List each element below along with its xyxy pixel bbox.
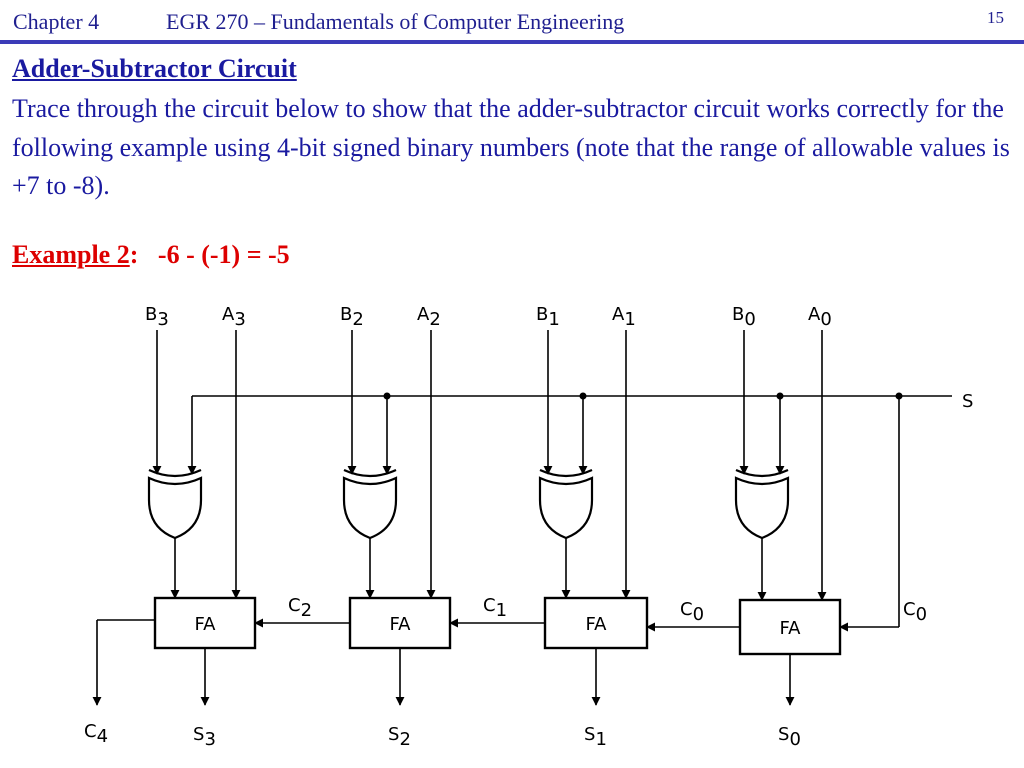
page-number: 15 xyxy=(987,8,1004,27)
junction-dot-2 xyxy=(383,392,391,400)
xor-gate-3 xyxy=(147,476,203,540)
input-label-b3: B3 xyxy=(145,304,169,330)
slide-header: Chapter 4 EGR 270 – Fundamentals of Comp… xyxy=(0,0,1024,46)
slide-title: Adder-Subtractor Circuit xyxy=(12,54,297,83)
output-label-c4: C4 xyxy=(84,721,108,747)
xor-gate-2 xyxy=(342,476,398,540)
slide-body-text: Trace through the circuit below to show … xyxy=(12,94,1010,200)
example-separator: : xyxy=(129,240,139,269)
full-adder-label-0: FA xyxy=(779,618,801,639)
full-adder-2 xyxy=(348,596,452,650)
example-equation: -6 - (-1) = -5 xyxy=(157,240,290,269)
xor-gate-input-arc-3 xyxy=(148,469,202,478)
xor-gate-1 xyxy=(538,476,594,540)
output-label-s1: S1 xyxy=(584,724,607,750)
full-adder-0 xyxy=(738,598,842,656)
input-label-b2: B2 xyxy=(340,304,364,330)
example-label: Example 2 xyxy=(12,240,130,269)
carry-label-c0: C0 xyxy=(680,599,704,625)
header-divider xyxy=(0,40,1024,44)
chapter-label: Chapter 4 xyxy=(13,9,100,34)
input-label-a3: A3 xyxy=(222,304,246,330)
junction-dot-0 xyxy=(776,392,784,400)
carry-label-c2: C2 xyxy=(288,595,312,621)
full-adder-label-1: FA xyxy=(585,614,607,635)
input-label-b0: B0 xyxy=(732,304,756,330)
input-label-a2: A2 xyxy=(417,304,441,330)
xor-gate-input-arc-1 xyxy=(539,469,593,478)
input-label-b1: B1 xyxy=(536,304,560,330)
xor-gate-input-arc-2 xyxy=(343,469,397,478)
xor-gate-0 xyxy=(734,476,790,540)
input-label-a0: A0 xyxy=(808,304,832,330)
input-label-a1: A1 xyxy=(612,304,636,330)
full-adder-label-3: FA xyxy=(194,614,216,635)
control-label-s: S xyxy=(962,391,973,412)
xor-gate-input-arc-0 xyxy=(735,469,789,478)
junction-dot-1 xyxy=(579,392,587,400)
full-adder-3 xyxy=(153,596,257,650)
course-title: EGR 270 – Fundamentals of Computer Engin… xyxy=(166,9,625,34)
full-adder-label-2: FA xyxy=(389,614,411,635)
output-label-s2: S2 xyxy=(388,724,411,750)
full-adder-1 xyxy=(543,596,649,650)
carry-label-c0: C0 xyxy=(903,599,927,625)
output-label-s0: S0 xyxy=(778,724,801,750)
example-line: Example 2: -6 - (-1) = -5 xyxy=(12,240,290,270)
output-label-s3: S3 xyxy=(193,724,216,750)
carry-label-c1: C1 xyxy=(483,595,507,621)
junction-dot-c0 xyxy=(895,392,903,400)
